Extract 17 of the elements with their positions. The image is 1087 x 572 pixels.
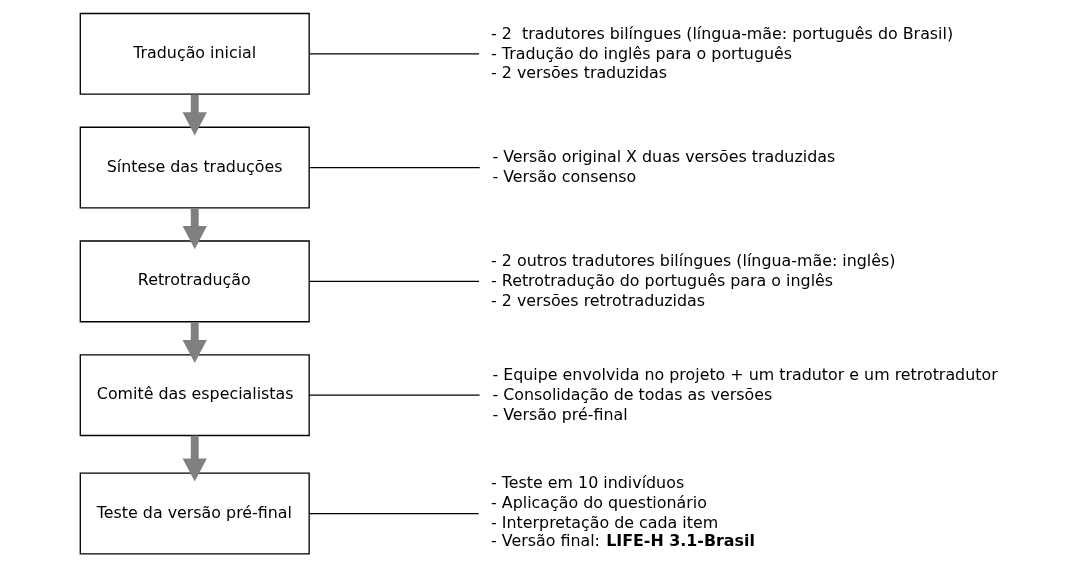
- connector: [308, 280, 480, 283]
- connector: [308, 512, 479, 515]
- node-text: - Teste em 10 indivíduos - Aplicação do questionário - Interpretação de cada item - Versão final: LIFE-H 3.1-Brasil: [490, 472, 755, 551]
- node-text: - 2 tradutores bilíngues (língua-mãe: português do Brasil) - Tradução do inglês para o português - 2 versões traduzidas: [490, 23, 953, 83]
- node-box: Comitê das especialistas: [79, 354, 310, 437]
- node-box: Teste da versão pré-final: [79, 472, 310, 555]
- node-box: Síntese das traduções: [79, 126, 310, 209]
- arrow: [182, 208, 207, 250]
- node-box: Tradução inicial: [79, 12, 310, 95]
- node-text: - 2 outros tradutores bilíngues (língua-mãe: inglês) - Retrotradução do português para o inglês - 2 versões retrotraduzidas: [490, 251, 895, 310]
- arrow: [182, 322, 207, 363]
- node-box: Retrotradução: [79, 240, 310, 323]
- connector: [308, 53, 480, 55]
- node-text: - Equipe envolvida no projeto + um tradutor e um retrotradutor - Consolidação de todas as versões - Versão pré-final: [491, 365, 998, 424]
- node-text: - Versão original X duas versões traduzidas - Versão consenso: [491, 146, 835, 186]
- connector: [308, 166, 480, 169]
- connector: [308, 394, 480, 396]
